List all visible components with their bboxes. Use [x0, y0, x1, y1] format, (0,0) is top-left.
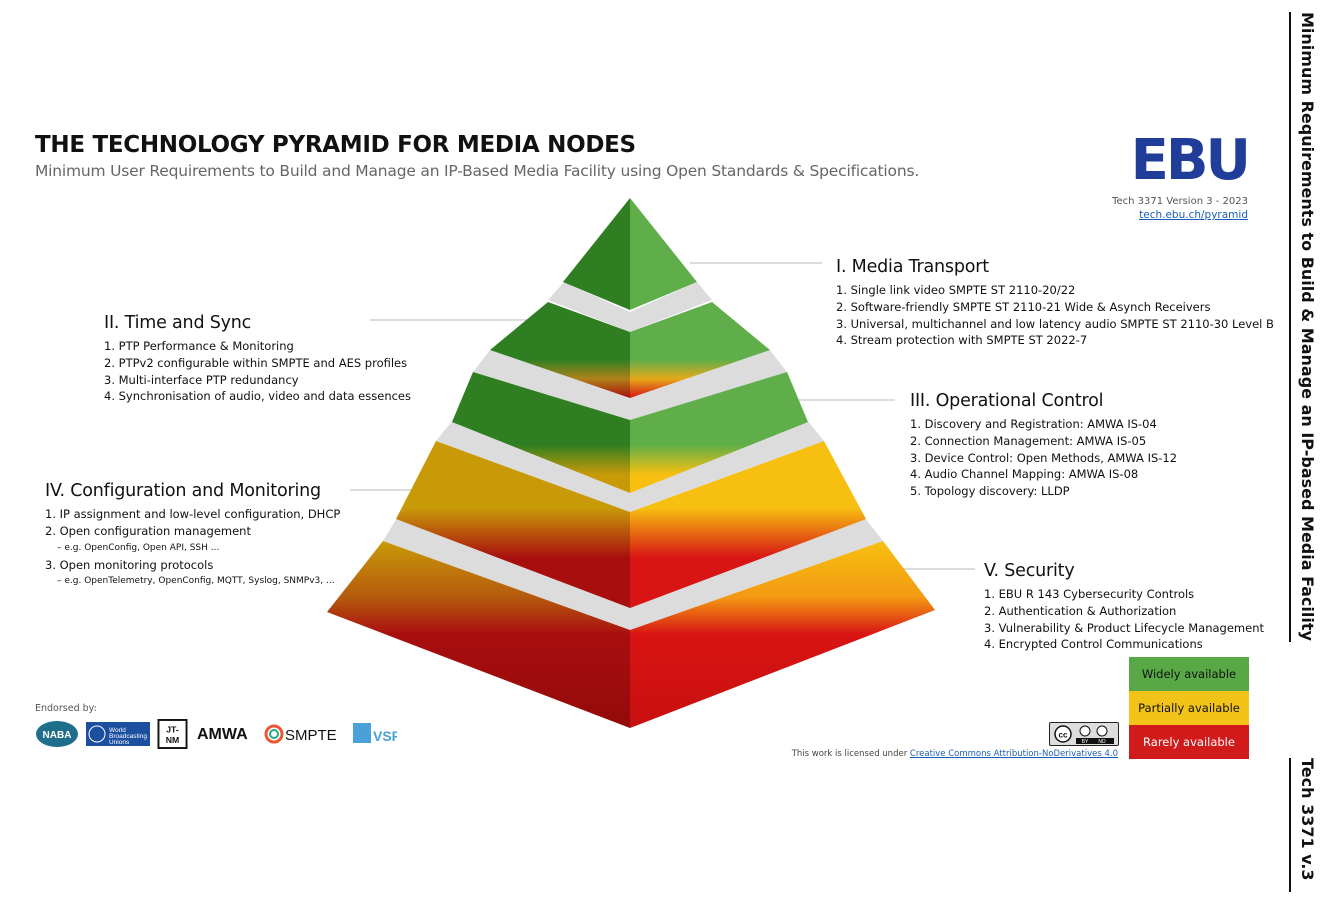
svg-text:Broadcasting: Broadcasting — [109, 733, 147, 740]
svg-text:VSF: VSF — [373, 728, 397, 744]
version-label: Tech 3371 Version 3 - 2023 — [1112, 196, 1248, 207]
cc-license-badge: cc BY ND — [1049, 722, 1119, 746]
list-subitem: – e.g. OpenTelemetry, OpenConfig, MQTT, … — [57, 576, 335, 587]
cc-icon: cc BY ND — [1054, 725, 1114, 745]
svg-text:World: World — [109, 727, 126, 734]
pyramid-separator-1 — [548, 282, 712, 332]
pyramid-level-5-right — [630, 541, 935, 728]
list-item: 2. Authentication & Authorization — [984, 603, 1177, 618]
list-item: 2. Open configuration management — [45, 523, 251, 538]
section-title: III. Operational Control — [910, 391, 1104, 411]
list-item: 4. Synchronisation of audio, video and d… — [104, 389, 411, 404]
pyramid-level-4-right — [630, 441, 866, 608]
list-item: 3. Universal, multichannel and low laten… — [836, 316, 1274, 331]
pyramid-link[interactable]: tech.ebu.ch/pyramid — [1139, 209, 1248, 221]
availability-legend: Widely available Partially available Rar… — [1129, 657, 1249, 759]
list-item: 4. Encrypted Control Communications — [984, 637, 1203, 652]
naba-logo: NABA — [36, 721, 78, 747]
pyramid-separator-4 — [383, 518, 883, 630]
amwa-logo: AMWA — [197, 726, 248, 743]
pyramid-level-3-left — [452, 372, 630, 493]
svg-text:SMPTE: SMPTE — [285, 727, 337, 744]
pyramid-level-2-left — [490, 302, 630, 398]
section-security: V. Security 1. EBU R 143 Cybersecurity C… — [984, 561, 1264, 653]
legend-rarely-available: Rarely available — [1129, 725, 1249, 759]
list-item: 3. Device Control: Open Methods, AMWA IS… — [910, 450, 1178, 465]
pyramid-level-3-right — [630, 372, 808, 493]
svg-text:NM: NM — [166, 735, 180, 745]
side-tech-label: Tech 3371 v.3 — [1289, 758, 1317, 892]
side-title: Minimum Requirements to Build & Manage a… — [1289, 12, 1317, 642]
endorsed-label: Endorsed by: — [35, 703, 97, 714]
pyramid-level-1-right — [630, 198, 697, 310]
list-item: 1. Discovery and Registration: AMWA IS-0… — [910, 417, 1157, 431]
page-subtitle: Minimum User Requirements to Build and M… — [35, 162, 920, 180]
section-title: IV. Configuration and Monitoring — [45, 481, 321, 501]
svg-text:cc: cc — [1059, 731, 1068, 740]
svg-text:NABA: NABA — [43, 730, 72, 741]
list-subitem: – e.g. OpenConfig, Open API, SSH ... — [57, 542, 220, 553]
list-item: 2. Connection Management: AMWA IS-05 — [910, 433, 1147, 448]
section-title: II. Time and Sync — [104, 313, 252, 333]
pyramid-separator-2 — [473, 349, 787, 420]
ebu-logo: EBU — [1130, 128, 1251, 193]
svg-text:AMWA: AMWA — [197, 726, 248, 743]
svg-text:Unions: Unions — [109, 739, 130, 746]
smpte-logo: SMPTE — [264, 724, 337, 744]
section-title: I. Media Transport — [836, 257, 989, 277]
section-media-transport: I. Media Transport 1. Single link video … — [836, 257, 1274, 349]
section-time-sync: II. Time and Sync 1. PTP Performance & M… — [104, 313, 411, 405]
list-item: 3. Multi-interface PTP redundancy — [104, 372, 299, 387]
section-operational-control: III. Operational Control 1. Discovery an… — [910, 391, 1177, 500]
list-item: 4. Stream protection with SMPTE ST 2022-… — [836, 333, 1088, 348]
page-title: THE TECHNOLOGY PYRAMID FOR MEDIA NODES — [35, 132, 636, 158]
list-item: 1. IP assignment and low-level configura… — [45, 507, 341, 521]
pyramid-level-4-left — [396, 441, 630, 608]
jtnm-logo: JT- NM — [157, 719, 188, 749]
svg-text:BY: BY — [1082, 739, 1089, 745]
list-item: 3. Open monitoring protocols — [45, 557, 214, 572]
list-item: 1. EBU R 143 Cybersecurity Controls — [984, 587, 1195, 601]
list-item: 2. Software-friendly SMPTE ST 2110-21 Wi… — [836, 299, 1211, 314]
list-item: 5. Topology discovery: LLDP — [910, 484, 1070, 499]
world-broadcasting-unions-logo: World Broadcasting Unions — [86, 722, 150, 746]
legend-widely-available: Widely available — [1129, 657, 1249, 691]
svg-text:JT-: JT- — [166, 725, 179, 735]
list-item: 3. Vulnerability & Product Lifecycle Man… — [984, 620, 1264, 635]
pyramid-level-5-left — [327, 541, 630, 728]
license-text: This work is licensed under Creative Com… — [792, 749, 1118, 759]
pyramid-level-1-left — [563, 198, 630, 310]
legend-partially-available: Partially available — [1129, 691, 1249, 725]
license-prefix: This work is licensed under — [791, 749, 908, 759]
section-title: V. Security — [984, 561, 1075, 581]
svg-text:ND: ND — [1098, 739, 1106, 745]
section-config-monitoring: IV. Configuration and Monitoring 1. IP a… — [45, 481, 340, 590]
list-item: 1. PTP Performance & Monitoring — [104, 339, 294, 353]
license-link[interactable]: Creative Commons Attribution-NoDerivativ… — [909, 749, 1118, 759]
vsf-logo: VSF — [353, 723, 397, 744]
list-item: 4. Audio Channel Mapping: AMWA IS-08 — [910, 467, 1139, 482]
list-item: 1. Single link video SMPTE ST 2110-20/22 — [836, 283, 1076, 297]
list-item: 2. PTPv2 configurable within SMPTE and A… — [104, 355, 408, 370]
pyramid-level-2-right — [630, 302, 770, 398]
